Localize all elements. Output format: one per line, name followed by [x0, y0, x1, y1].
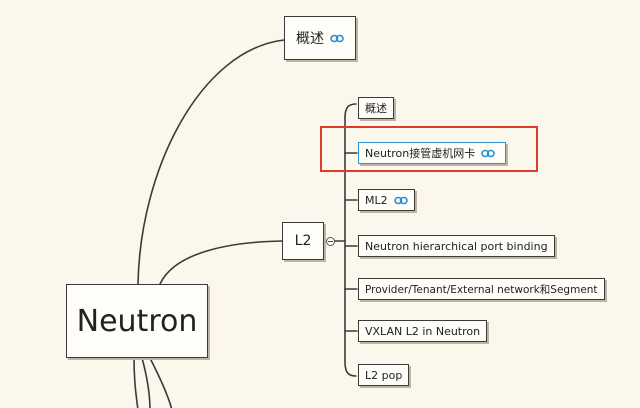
link-icon[interactable]	[393, 196, 408, 205]
connector-root-branch	[149, 357, 173, 408]
connector-l2-bracket	[344, 103, 357, 377]
subtopic-vxlan-l2[interactable]: VXLAN L2 in Neutron	[358, 320, 488, 342]
connector-root-branch	[133, 357, 139, 408]
topic-l2[interactable]: L2	[282, 222, 324, 260]
subtopic-label: 概述	[365, 102, 387, 115]
topic-overview-label: 概述	[296, 31, 324, 47]
subtopic-ml2[interactable]: ML2	[358, 189, 415, 211]
connector-root-l2	[159, 240, 283, 285]
root-node[interactable]: Neutron	[66, 284, 208, 358]
subtopic-l2-pop[interactable]: L2 pop	[358, 364, 410, 386]
connector-root-branch	[141, 357, 151, 408]
subtopic-label: VXLAN L2 in Neutron	[365, 324, 481, 338]
subtopic-label: Neutron接管虚机网卡	[365, 147, 476, 160]
topic-overview[interactable]: 概述	[284, 16, 356, 60]
topic-l2-label: L2	[294, 233, 312, 249]
subtopic-network-segment[interactable]: Provider/Tenant/External network和Segment	[358, 278, 605, 300]
subtopic-neutron-vnic-takeover[interactable]: Neutron接管虚机网卡	[358, 142, 506, 164]
connector-root-overview	[137, 39, 285, 285]
root-node-label: Neutron	[76, 303, 198, 339]
subtopic-label: Neutron hierarchical port binding	[365, 239, 548, 253]
subtopic-hierarchical-port-binding[interactable]: Neutron hierarchical port binding	[358, 235, 555, 257]
subtopic-overview[interactable]: 概述	[358, 97, 394, 119]
collapse-icon[interactable]	[326, 237, 335, 246]
subtopic-label: Provider/Tenant/External network和Segment	[365, 283, 598, 296]
link-icon[interactable]	[330, 34, 344, 43]
subtopic-label: L2 pop	[365, 368, 403, 382]
subtopic-label: ML2	[365, 193, 388, 207]
highlight-box	[320, 126, 538, 172]
link-icon[interactable]	[481, 149, 496, 158]
